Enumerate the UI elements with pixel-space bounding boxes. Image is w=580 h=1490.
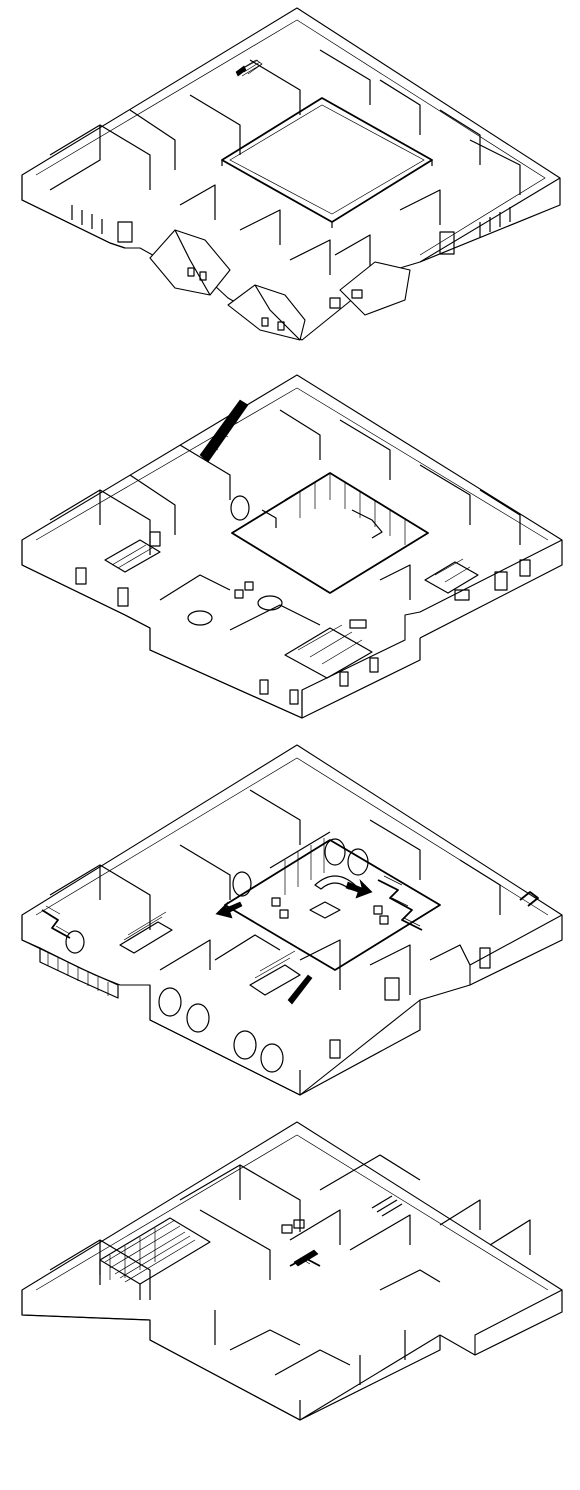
dormer-roof-left [149,229,231,296]
chair-icon [271,897,389,925]
desk-cluster-right [424,558,479,601]
window-row-right [439,207,511,255]
seating-rows [371,1195,403,1217]
spiral-stair-icon [41,875,539,939]
floor-upper-level [21,374,563,719]
chair-icon [234,581,254,599]
dormer-roof-front [329,261,411,316]
dormer-roof-right [227,284,306,341]
stair-icon [39,930,119,999]
stair-icon [289,1249,321,1267]
window-row-left [71,205,133,243]
glazed-wall [284,472,429,545]
desk-cluster [281,1219,305,1234]
desk-cluster-front [284,619,373,679]
glazed-wall [269,831,331,895]
bookshelf-cluster [119,911,313,1005]
stair-icon [235,59,263,77]
floor-lower-level [21,1121,563,1421]
floor-roof-level [21,7,561,341]
bookshelf-cluster [104,531,161,573]
floor-main-level [21,744,563,1096]
